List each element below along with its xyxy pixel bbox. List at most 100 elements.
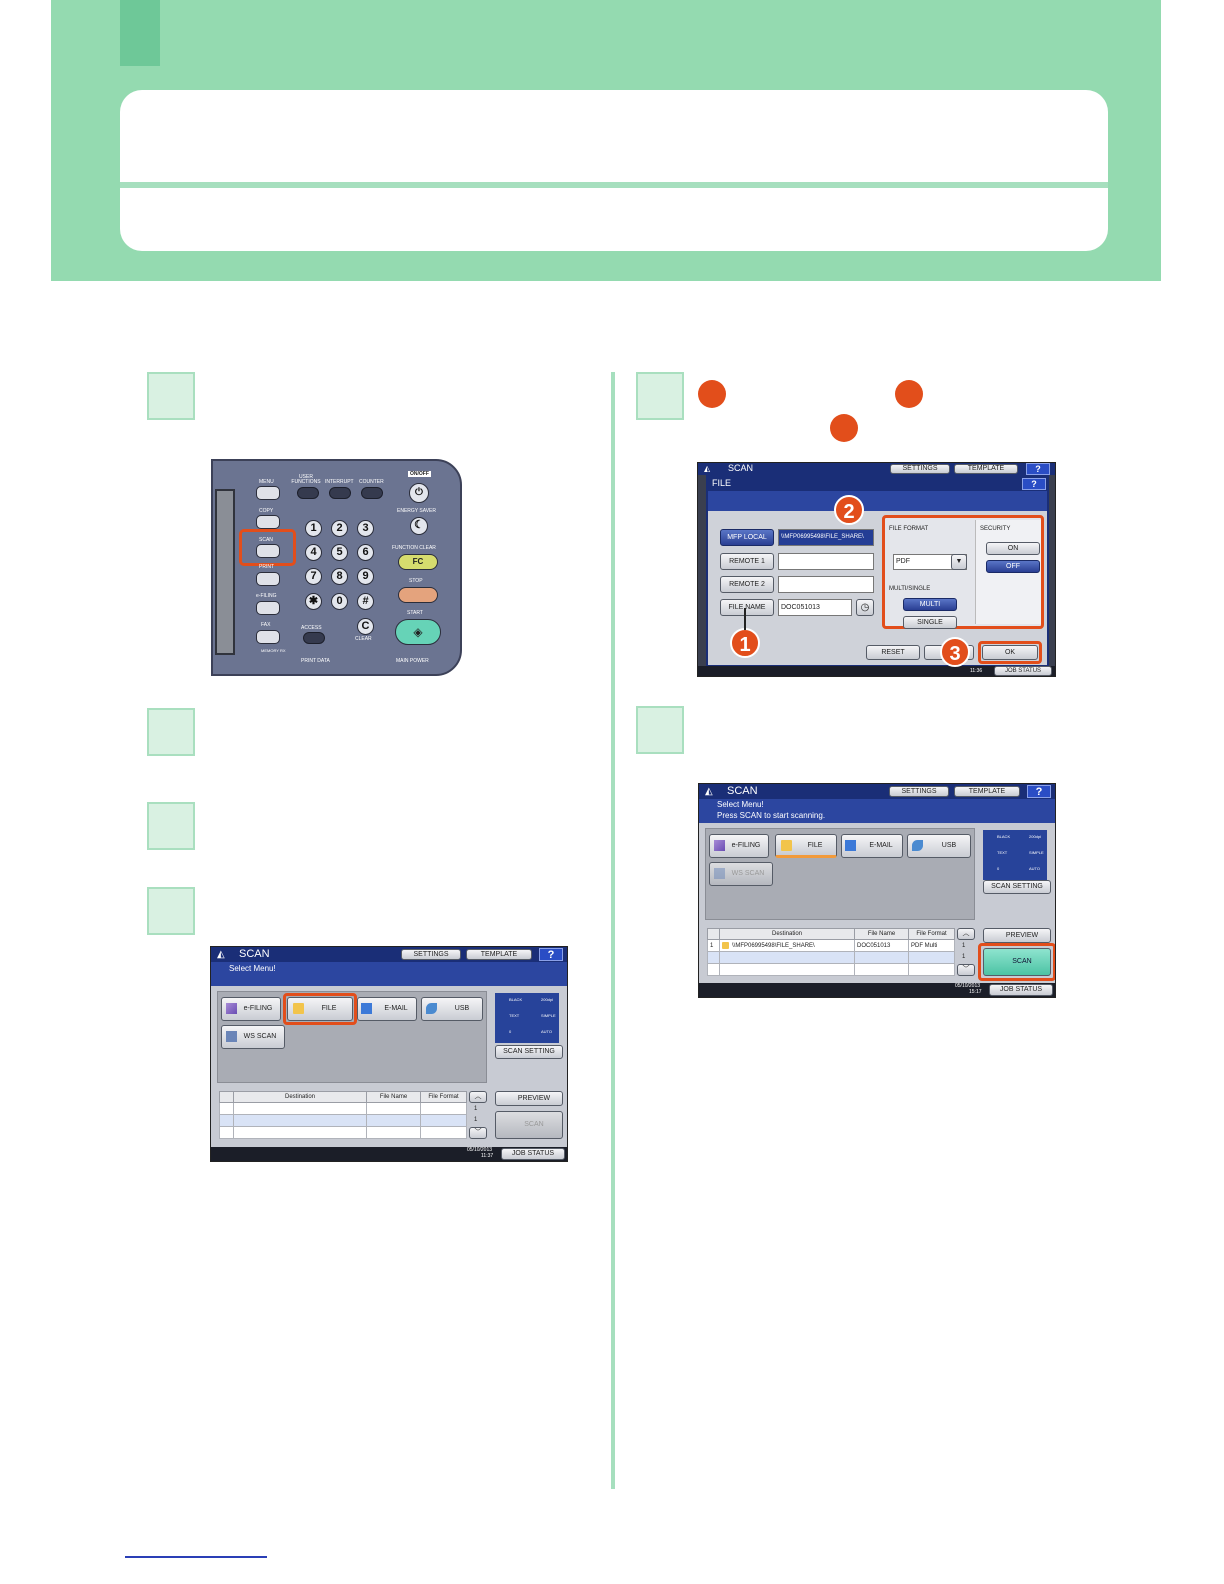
copy-button[interactable] [256, 515, 280, 529]
settings-button[interactable]: SETTINGS [401, 949, 461, 960]
single-button[interactable]: SINGLE [903, 616, 957, 629]
preview-button[interactable]: PREVIEW [495, 1091, 563, 1106]
power-icon[interactable]: ⏻ [409, 483, 429, 503]
key-7[interactable]: 7 [305, 568, 322, 585]
print-button[interactable] [256, 572, 280, 586]
start-button[interactable]: ◈ [395, 619, 441, 645]
table-row[interactable] [707, 951, 955, 964]
ok-button[interactable]: OK [982, 645, 1038, 660]
template-button[interactable]: TEMPLATE [954, 786, 1020, 797]
file-dialog: FILE ? MFP LOCAL \\MFP06995498\FILE_SHAR… [706, 475, 1049, 667]
settings-button[interactable]: SETTINGS [889, 786, 949, 797]
help-button[interactable]: ? [539, 948, 563, 961]
screen-titlebar: ◭ SCAN SETTINGS TEMPLATE ? [698, 463, 1055, 475]
email-button[interactable]: E-MAIL [357, 997, 417, 1021]
efiling-button[interactable] [256, 601, 280, 615]
security-on-button[interactable]: ON [986, 542, 1040, 555]
job-status-button[interactable]: JOB STATUS [501, 1148, 565, 1160]
key-4[interactable]: 4 [305, 544, 322, 561]
help-button[interactable]: ? [1027, 785, 1051, 798]
help-button[interactable]: ? [1026, 463, 1050, 475]
thumb-rotation: 0 [509, 1029, 512, 1034]
key-9[interactable]: 9 [357, 568, 374, 585]
key-6[interactable]: 6 [357, 544, 374, 561]
fax-button[interactable] [256, 630, 280, 644]
key-5[interactable]: 5 [331, 544, 348, 561]
destination-header: Destination [719, 928, 855, 940]
job-status-button[interactable]: JOB STATUS [989, 984, 1053, 996]
column-divider [611, 372, 615, 1489]
remote1-field[interactable] [778, 553, 874, 570]
interrupt-button[interactable] [329, 487, 351, 499]
function-clear-button[interactable]: FC [398, 554, 438, 570]
scroll-down-button[interactable]: ﹀ [957, 964, 975, 976]
access-button[interactable] [303, 632, 325, 644]
table-row[interactable] [219, 1102, 467, 1115]
thumb-simplex: SIMPLE [1029, 850, 1044, 855]
table-row[interactable] [707, 963, 955, 976]
function-clear-label: FUNCTION CLEAR [392, 545, 436, 551]
security-off-button[interactable]: OFF [986, 560, 1040, 573]
scan-setting-button[interactable]: SCAN SETTING [495, 1045, 563, 1059]
scan-button[interactable]: SCAN [495, 1111, 563, 1139]
print-label: PRINT [259, 564, 274, 570]
file-name-field[interactable]: DOC051013 [778, 599, 852, 616]
usb-icon [912, 840, 923, 851]
pager-current: 1 [962, 943, 966, 949]
key-0[interactable]: 0 [331, 593, 348, 610]
file-name-button[interactable]: FILE NAME [720, 599, 774, 616]
instruction-line-2: Press SCAN to start scanning. [717, 811, 826, 820]
clock-icon[interactable]: ◷ [856, 599, 874, 616]
on-off-label: ON/OFF [408, 471, 431, 477]
table-row[interactable] [219, 1126, 467, 1139]
chevron-down-icon[interactable]: ▼ [951, 554, 967, 570]
key-1[interactable]: 1 [305, 520, 322, 537]
dialog-help-button[interactable]: ? [1022, 478, 1046, 490]
counter-button[interactable] [361, 487, 383, 499]
callout-dot-2 [895, 380, 923, 408]
screen-title: SCAN [239, 948, 270, 960]
remote1-button[interactable]: REMOTE 1 [720, 553, 774, 570]
chapter-title-box [120, 90, 1108, 251]
thumb-size: AUTO [1029, 866, 1041, 871]
mfp-local-button[interactable]: MFP LOCAL [720, 529, 774, 546]
energy-saver-icon[interactable]: ☾ [410, 517, 428, 535]
key-2[interactable]: 2 [331, 520, 348, 537]
settings-button[interactable]: SETTINGS [890, 464, 950, 474]
scan-setting-button[interactable]: SCAN SETTING [983, 880, 1051, 894]
footer-link-underline[interactable] [125, 1556, 267, 1558]
remote2-button[interactable]: REMOTE 2 [720, 576, 774, 593]
interrupt-label: INTERRUPT [325, 479, 354, 485]
top-title: SCAN [728, 463, 754, 473]
scan-button[interactable]: SCAN [983, 948, 1051, 976]
template-button[interactable]: TEMPLATE [466, 949, 532, 960]
table-row[interactable] [219, 1114, 467, 1127]
scroll-up-button[interactable]: ︿ [469, 1091, 487, 1103]
scroll-down-button[interactable]: ﹀ [469, 1127, 487, 1139]
stop-label: STOP [409, 578, 423, 584]
job-status-button[interactable]: JOB STATUS [994, 666, 1052, 676]
reset-button[interactable]: RESET [866, 645, 920, 660]
user-functions-button[interactable] [297, 487, 319, 499]
key-hash[interactable]: # [357, 593, 374, 610]
scroll-up-button[interactable]: ︿ [957, 928, 975, 940]
file-format-select[interactable]: PDF [893, 554, 967, 570]
table-row[interactable]: 1 \\MFP06995498\FILE_SHARE\ DOC051013 PD… [707, 939, 955, 952]
format-security-group: FILE FORMAT PDF ▼ MULTI/SINGLE MULTI SIN… [882, 515, 1044, 629]
template-button[interactable]: TEMPLATE [954, 464, 1018, 474]
menu-button[interactable] [256, 486, 280, 500]
stop-button[interactable] [398, 587, 438, 603]
multi-button[interactable]: MULTI [903, 598, 957, 611]
scan-button[interactable] [256, 544, 280, 558]
preview-button[interactable]: PREVIEW [983, 928, 1051, 943]
status-bar: 11:36 JOB STATUS [698, 666, 1055, 676]
key-3[interactable]: 3 [357, 520, 374, 537]
key-8[interactable]: 8 [331, 568, 348, 585]
key-star[interactable]: ✱ [305, 593, 322, 610]
status-bar: 05/10/2013 11:37 JOB STATUS [211, 1147, 567, 1161]
thumb-resolution: 200dpi [1029, 834, 1042, 839]
mfp-path-field[interactable]: \\MFP06995498\FILE_SHARE\ [778, 529, 874, 546]
status-bar: 05/10/2013 15:17 JOB STATUS [699, 983, 1055, 997]
clear-key[interactable]: C [357, 618, 374, 635]
remote2-field[interactable] [778, 576, 874, 593]
